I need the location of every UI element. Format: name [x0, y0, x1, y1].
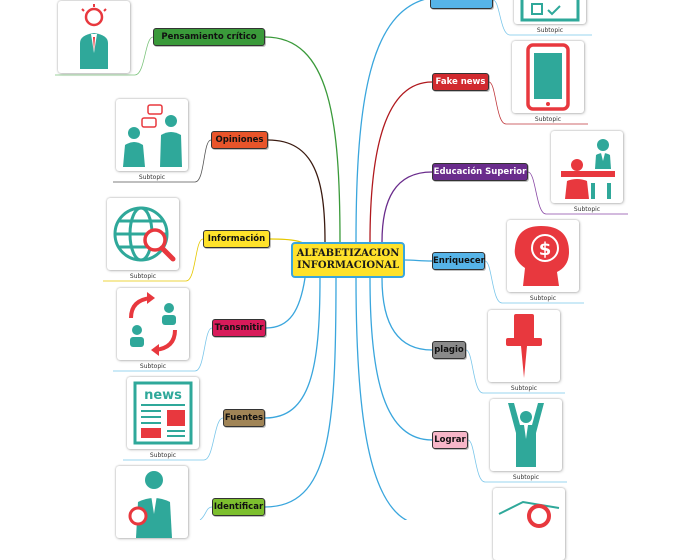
subtopic-card-lightbulb-person[interactable] — [58, 1, 130, 73]
line-identificar — [264, 277, 337, 508]
conversation-icon — [123, 104, 182, 167]
globe-search-icon — [113, 206, 176, 262]
line-plagio — [381, 277, 433, 351]
connector-lines — [55, 0, 628, 520]
line-enriquecer — [404, 259, 433, 262]
branch-educacion-superior[interactable]: Educación Superior — [432, 163, 528, 181]
subtopic-card-newspaper[interactable]: news — [127, 377, 199, 449]
subtopic-card-location[interactable] — [493, 488, 565, 560]
branch-top-partial[interactable] — [430, 0, 493, 9]
dollar-sign: $ — [539, 239, 552, 260]
subtopic-label: Subtopic — [512, 474, 540, 481]
exchange-arrows-icon — [129, 292, 177, 356]
line-transmitir — [265, 277, 306, 329]
person-search-icon — [128, 471, 172, 538]
news-word: news — [144, 388, 182, 403]
central-topic-line2: INFORMACIONAL — [296, 260, 400, 271]
branch-informacion[interactable]: Información — [203, 230, 270, 248]
line-fuentes — [264, 277, 321, 419]
line-opiniones — [267, 139, 326, 243]
celebrate-person-icon — [508, 403, 544, 467]
subtopic-card-exchange[interactable] — [117, 288, 189, 360]
subtopic-label: Subtopic — [129, 273, 157, 280]
central-topic[interactable]: ALFABETIZACION INFORMACIONAL — [291, 242, 405, 278]
subtopic-card-meeting[interactable] — [551, 131, 623, 203]
meeting-icon — [561, 139, 615, 199]
branch-enriquecer[interactable]: Enriquecer — [432, 252, 485, 270]
branch-pensamiento-critico[interactable]: Pensamiento crítico — [153, 28, 265, 46]
subtopic-label: Subtopic — [149, 452, 177, 459]
line-fake-news — [369, 81, 433, 243]
subtopic-card-checklist[interactable] — [514, 0, 586, 24]
branch-identificar[interactable]: Identificar — [212, 498, 265, 516]
subtopic-card-tablet[interactable] — [512, 41, 584, 113]
line-lograr — [369, 277, 433, 441]
checklist-icon — [520, 0, 580, 22]
subtopic-card-money-head[interactable]: $ — [507, 220, 579, 292]
subtopic-label: Subtopic — [510, 385, 538, 392]
subtopic-card-celebrate[interactable] — [490, 399, 562, 471]
subtopic-label: Subtopic — [573, 206, 601, 213]
line-bottom — [355, 277, 408, 520]
branch-fuentes[interactable]: Fuentes — [223, 409, 265, 427]
subtopic-label: Subtopic — [534, 116, 562, 123]
branch-opiniones[interactable]: Opiniones — [211, 131, 268, 149]
subtopic-card-pushpin[interactable] — [488, 310, 560, 382]
pushpin-icon — [506, 314, 542, 378]
subtopic-label: Subtopic — [138, 174, 166, 181]
tablet-icon — [526, 43, 570, 111]
line-top — [355, 0, 426, 243]
branch-transmitir[interactable]: Transmitir — [212, 319, 266, 337]
subtopic-card-person-search[interactable] — [116, 466, 188, 538]
subtopic-label: Subtopic — [529, 295, 557, 302]
line-pensamiento — [264, 36, 341, 243]
subtopic-card-globe-search[interactable] — [107, 198, 179, 270]
location-pin-icon — [498, 500, 560, 528]
newspaper-icon: news — [133, 381, 193, 445]
subtopic-card-conversation[interactable] — [116, 99, 188, 171]
central-topic-line1: ALFABETIZACION — [296, 248, 400, 259]
branch-plagio[interactable]: plagio — [432, 341, 466, 359]
line-educacion — [381, 171, 433, 243]
money-head-icon: $ — [514, 226, 569, 286]
subtopic-label: Subtopic — [139, 363, 167, 370]
subtopic-label: Subtopic — [536, 27, 564, 34]
lightbulb-person-icon — [80, 4, 108, 69]
branch-fake-news[interactable]: Fake news — [432, 73, 489, 91]
branch-lograr[interactable]: Lograr — [432, 431, 468, 449]
